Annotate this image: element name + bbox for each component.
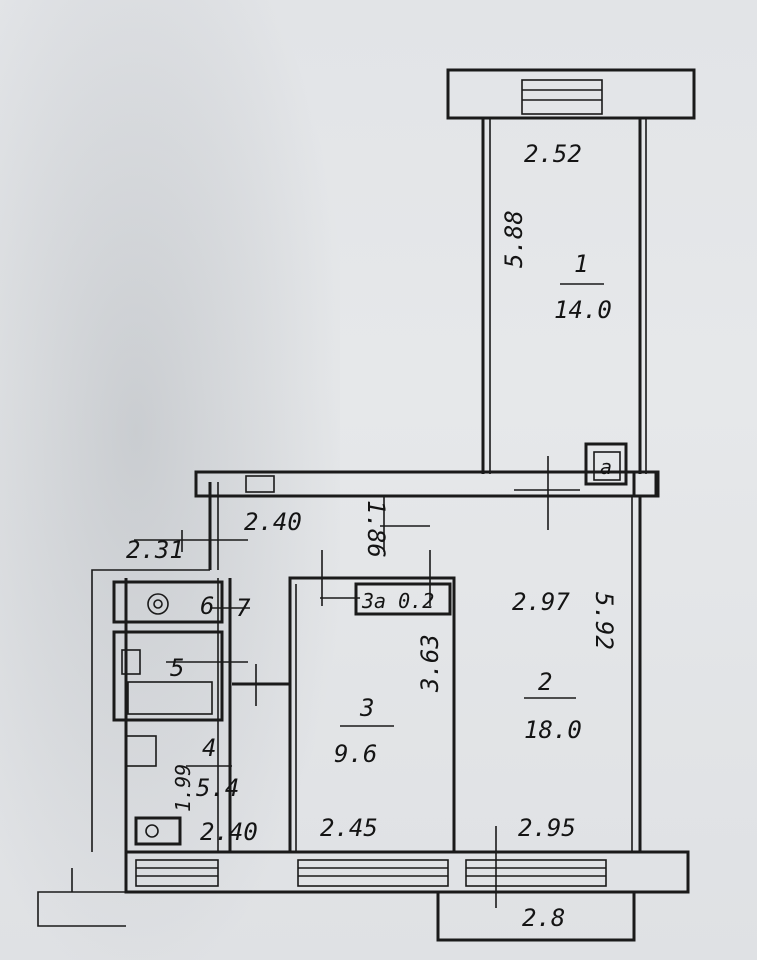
room-4-length: 1.99 bbox=[171, 764, 195, 812]
room-1a-label: a bbox=[600, 455, 612, 479]
room-1-width: 2.52 bbox=[524, 140, 582, 168]
room-2-number: 2 bbox=[538, 668, 552, 696]
room-3-closet-label: 3a 0.2 bbox=[361, 589, 434, 613]
room-6-number: 6 bbox=[200, 592, 214, 620]
room-1-length: 5.88 bbox=[500, 210, 528, 268]
room-2-width-top: 2.97 bbox=[512, 588, 570, 616]
room-5-number: 5 bbox=[170, 654, 184, 682]
room-1-area: 14.0 bbox=[554, 296, 612, 324]
room-2-width-bottom: 2.95 bbox=[518, 814, 576, 842]
vent-shaft-1a bbox=[584, 442, 660, 498]
room-4-width: 2.40 bbox=[200, 818, 258, 846]
paper-shadow bbox=[0, 0, 340, 960]
main-block-walls bbox=[37, 470, 690, 942]
room-2-length: 5.92 bbox=[590, 592, 618, 650]
room-4-number: 4 bbox=[202, 734, 216, 762]
interior-partitions bbox=[112, 456, 580, 852]
room-7-number: 7 bbox=[236, 594, 251, 622]
room-4-area: 5.4 bbox=[196, 774, 239, 802]
hall-length: 1.86 bbox=[362, 500, 390, 558]
balcony-length: 2.8 bbox=[522, 904, 565, 932]
room-2-area: 18.0 bbox=[524, 716, 582, 744]
hall-width: 2.40 bbox=[244, 508, 302, 536]
room-1-number: 1 bbox=[574, 250, 588, 278]
room-3-area: 9.6 bbox=[334, 740, 377, 768]
room-1-walls bbox=[446, 68, 696, 474]
room-3-length: 3.63 bbox=[416, 634, 444, 693]
room-3-width: 2.45 bbox=[320, 814, 378, 842]
room-3-number: 3 bbox=[359, 694, 374, 722]
hall-side: 2.31 bbox=[126, 536, 184, 564]
